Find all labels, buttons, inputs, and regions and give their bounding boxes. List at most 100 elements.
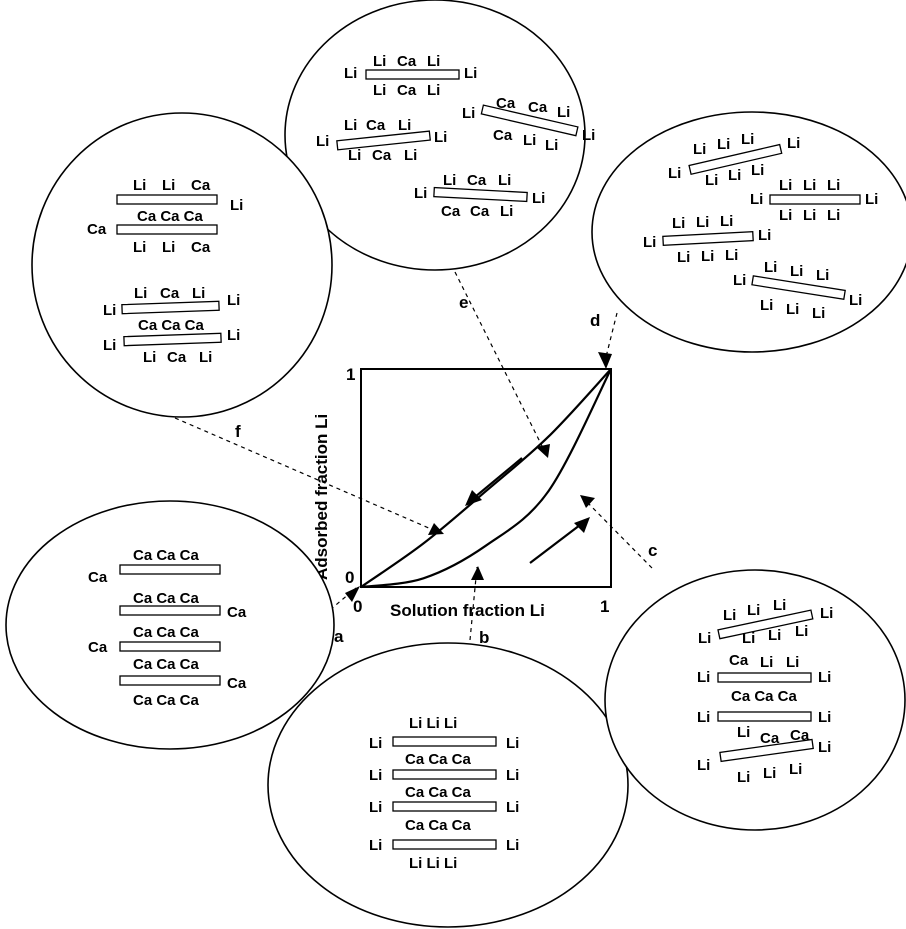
clay-layer [365, 69, 460, 80]
svg-text:Ca: Ca [397, 82, 417, 99]
svg-text:Li: Li [696, 214, 709, 231]
svg-text:Li: Li [705, 172, 718, 189]
svg-text:Li: Li [827, 177, 840, 194]
svg-text:Ca: Ca [227, 604, 247, 621]
svg-text:Li: Li [758, 227, 771, 244]
svg-text:Li: Li [768, 627, 781, 644]
state-label-d: d [590, 311, 600, 330]
clay-layer [480, 104, 579, 137]
svg-text:Li: Li [697, 757, 710, 774]
svg-text:Li: Li [373, 53, 386, 70]
svg-text:Ca: Ca [88, 639, 108, 656]
clay-layer [717, 609, 814, 640]
arrowhead-a [345, 586, 360, 602]
bubble-a-outline [5, 500, 335, 750]
svg-text:Li: Li [545, 137, 558, 154]
svg-text:Li: Li [344, 117, 357, 134]
x-axis-label: Solution fraction Li [390, 601, 545, 620]
svg-text:Li: Li [199, 349, 212, 366]
clay-layer [336, 130, 431, 151]
direction-arrow-up [529, 517, 590, 564]
svg-text:Ca Ca Ca: Ca Ca Ca [405, 817, 472, 834]
svg-text:Ca Ca Ca: Ca Ca Ca [133, 624, 200, 641]
arrowhead-f [428, 523, 444, 535]
svg-text:Ca Ca Ca: Ca Ca Ca [133, 692, 200, 709]
svg-text:Li: Li [723, 607, 736, 624]
svg-text:Li: Li [668, 165, 681, 182]
svg-text:Li: Li [698, 630, 711, 647]
svg-text:Ca Ca Ca: Ca Ca Ca [133, 656, 200, 673]
svg-text:Li: Li [133, 177, 146, 194]
bubble-f-mixed-layers: Li Li Ca Li Ca Ca Ca Ca Li Li Ca Li Ca L… [31, 112, 333, 418]
clay-layer [392, 736, 497, 747]
clay-layer [121, 300, 220, 315]
svg-text:Ca: Ca [366, 117, 386, 134]
svg-text:Li Li Li: Li Li Li [409, 715, 457, 732]
svg-text:Li: Li [697, 669, 710, 686]
svg-text:Li: Li [498, 172, 511, 189]
y-axis-label: Adsorbed fraction Li [312, 414, 331, 580]
svg-text:Li: Li [803, 177, 816, 194]
bubble-c-outline [604, 569, 906, 831]
svg-text:Li: Li [717, 136, 730, 153]
svg-text:Li: Li [795, 623, 808, 640]
clay-layer [116, 224, 218, 235]
bubble-e-outline [284, 0, 586, 271]
svg-text:Li: Li [790, 263, 803, 280]
svg-text:Li: Li [404, 147, 417, 164]
svg-text:Li: Li [818, 739, 831, 756]
svg-text:Li: Li [162, 177, 175, 194]
svg-text:Ca: Ca [191, 239, 211, 256]
svg-text:Li Li Li: Li Li Li [409, 855, 457, 872]
svg-text:Li: Li [506, 837, 519, 854]
svg-text:Li: Li [816, 267, 829, 284]
svg-text:Li: Li [227, 292, 240, 309]
svg-text:Li: Li [677, 249, 690, 266]
bubble-e-mixed-layers: Li Ca Li Li Li Li Ca Li Li Ca Li Li Li L… [284, 0, 595, 271]
svg-text:Li: Li [803, 207, 816, 224]
svg-text:Ca: Ca [88, 569, 108, 586]
svg-text:Ca Ca Ca: Ca Ca Ca [133, 590, 200, 607]
svg-text:Li: Li [369, 837, 382, 854]
svg-text:Li: Li [230, 197, 243, 214]
clay-layer [119, 564, 221, 575]
svg-text:Li: Li [763, 765, 776, 782]
clay-layer [119, 605, 221, 616]
svg-text:Li: Li [787, 135, 800, 152]
svg-text:Ca: Ca [760, 730, 780, 747]
svg-text:Li: Li [506, 735, 519, 752]
clay-layer [751, 275, 846, 301]
svg-text:Li: Li [786, 654, 799, 671]
svg-text:Ca: Ca [470, 203, 490, 220]
clay-layer [717, 711, 812, 722]
svg-text:Li: Li [643, 234, 656, 251]
svg-text:Ca Ca Ca: Ca Ca Ca [405, 751, 472, 768]
clay-layer [116, 194, 218, 205]
origin-label: 0 [345, 568, 354, 587]
state-label-b: b [479, 628, 489, 647]
svg-text:Li: Li [820, 605, 833, 622]
svg-text:Ca: Ca [790, 727, 810, 744]
svg-text:Li: Li [348, 147, 361, 164]
svg-text:Li: Li [779, 207, 792, 224]
state-label-c: c [648, 541, 657, 560]
clay-layer [123, 332, 222, 347]
svg-text:Li: Li [134, 285, 147, 302]
svg-text:Li: Li [773, 597, 786, 614]
arrowhead-b [471, 566, 484, 580]
svg-text:Li: Li [369, 735, 382, 752]
clay-layer [119, 675, 221, 686]
svg-text:Li: Li [162, 239, 175, 256]
leader-e [454, 271, 546, 453]
svg-text:Ca: Ca [191, 177, 211, 194]
state-label-a: a [334, 627, 344, 646]
svg-text:Li: Li [728, 167, 741, 184]
svg-text:Li: Li [849, 292, 862, 309]
svg-text:Li: Li [369, 799, 382, 816]
svg-text:Li: Li [427, 82, 440, 99]
svg-text:Li: Li [697, 709, 710, 726]
svg-text:Ca Ca Ca: Ca Ca Ca [405, 784, 472, 801]
svg-text:Li: Li [344, 65, 357, 82]
